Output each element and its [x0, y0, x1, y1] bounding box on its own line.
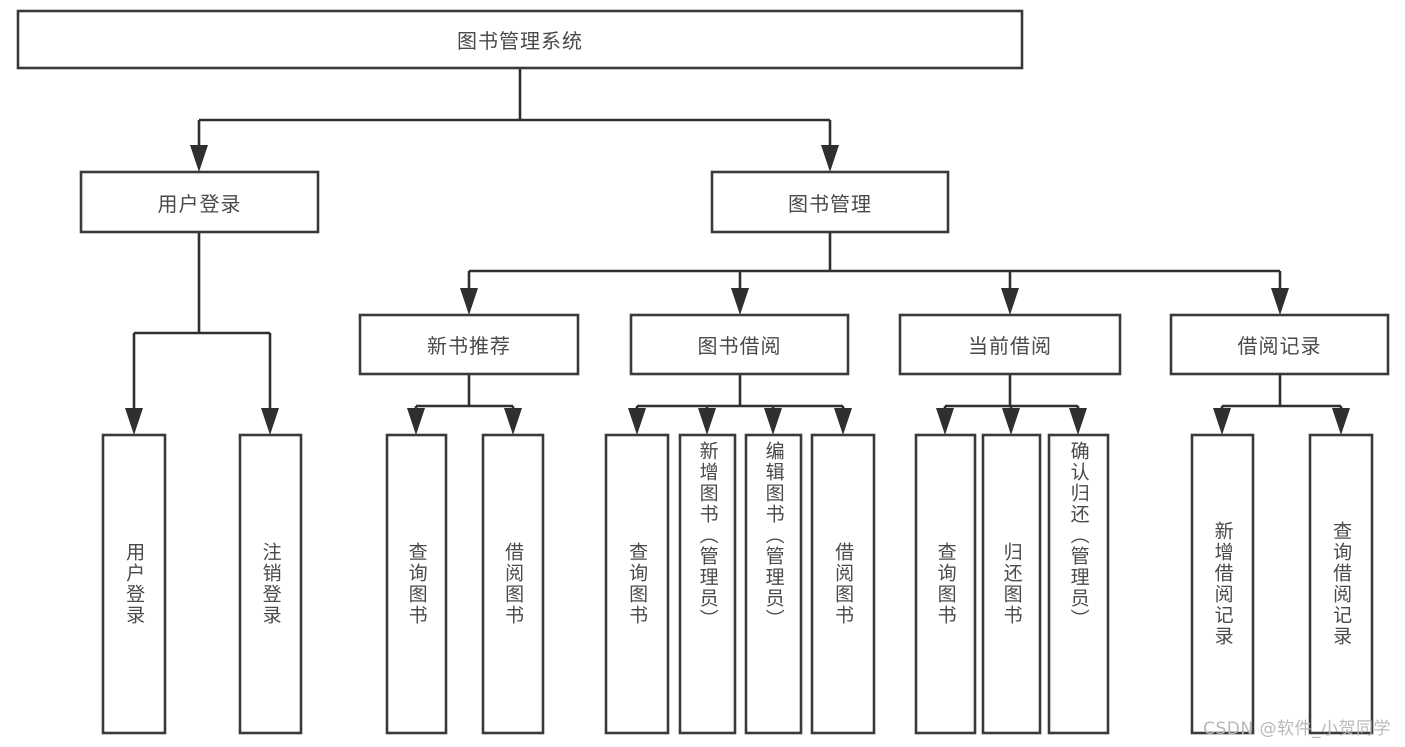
node-box-leaf-confirm-return[interactable]	[1047, 433, 1110, 735]
node-box-leaf-edit-book[interactable]	[744, 433, 803, 735]
node-box-leaf-query-record[interactable]	[1308, 433, 1374, 735]
node-box-leaf-borrow-book-1[interactable]	[481, 433, 545, 735]
connector-group-root	[190, 68, 839, 172]
node-box-leaf-borrow-book-2[interactable]	[810, 433, 876, 735]
node-box-leaf-query-book-3[interactable]	[914, 433, 977, 735]
arrow-head-leaf-confirm-return	[1069, 408, 1087, 435]
arrow-head-leaf-borrow-book-1	[504, 408, 522, 435]
arrow-head-leaf-query-book-3	[936, 408, 954, 435]
node-box-book-manage[interactable]	[710, 170, 950, 234]
node-box-leaf-add-record[interactable]	[1190, 433, 1255, 735]
node-box-borrow-record[interactable]	[1169, 313, 1390, 376]
node-box-leaf-return-book[interactable]	[981, 433, 1042, 735]
arrow-head-leaf-add-record	[1213, 408, 1231, 435]
connector-group-current-borrow	[936, 374, 1087, 435]
arrow-head-leaf-borrow-book-2	[834, 408, 852, 435]
arrow-head-leaf-logout	[261, 408, 279, 435]
connector-group-new-book-rec	[407, 374, 522, 435]
connector-group-user-login	[125, 232, 279, 435]
connector-group-book-manage	[460, 232, 1289, 315]
node-box-user-login[interactable]	[79, 170, 320, 234]
arrow-head-borrow-record	[1271, 288, 1289, 315]
node-box-leaf-query-book-2[interactable]	[604, 433, 670, 735]
arrow-head-leaf-add-book	[698, 408, 716, 435]
arrow-head-book-borrow	[731, 288, 749, 315]
node-box-new-book-rec[interactable]	[358, 313, 580, 376]
arrow-head-leaf-edit-book	[764, 408, 782, 435]
arrow-head-leaf-query-book-2	[628, 408, 646, 435]
arrow-head-leaf-query-book-1	[407, 408, 425, 435]
connector-group-book-borrow	[628, 374, 852, 435]
arrow-head-leaf-query-record	[1332, 408, 1350, 435]
arrow-head-current-borrow	[1001, 288, 1019, 315]
arrow-head-book-manage	[821, 145, 839, 172]
node-box-leaf-logout[interactable]	[238, 433, 303, 735]
node-box-leaf-add-book[interactable]	[678, 433, 737, 735]
arrow-head-new-book-rec	[460, 288, 478, 315]
arrow-head-user-login	[190, 145, 208, 172]
node-box-current-borrow[interactable]	[898, 313, 1122, 376]
node-box-leaf-user-login[interactable]	[101, 433, 167, 735]
connector-group-borrow-record	[1213, 374, 1350, 435]
node-box-book-borrow[interactable]	[629, 313, 850, 376]
node-box-root[interactable]	[16, 9, 1024, 70]
node-box-leaf-query-book-1[interactable]	[385, 433, 448, 735]
arrow-head-leaf-return-book	[1002, 408, 1020, 435]
arrow-head-leaf-user-login	[125, 408, 143, 435]
